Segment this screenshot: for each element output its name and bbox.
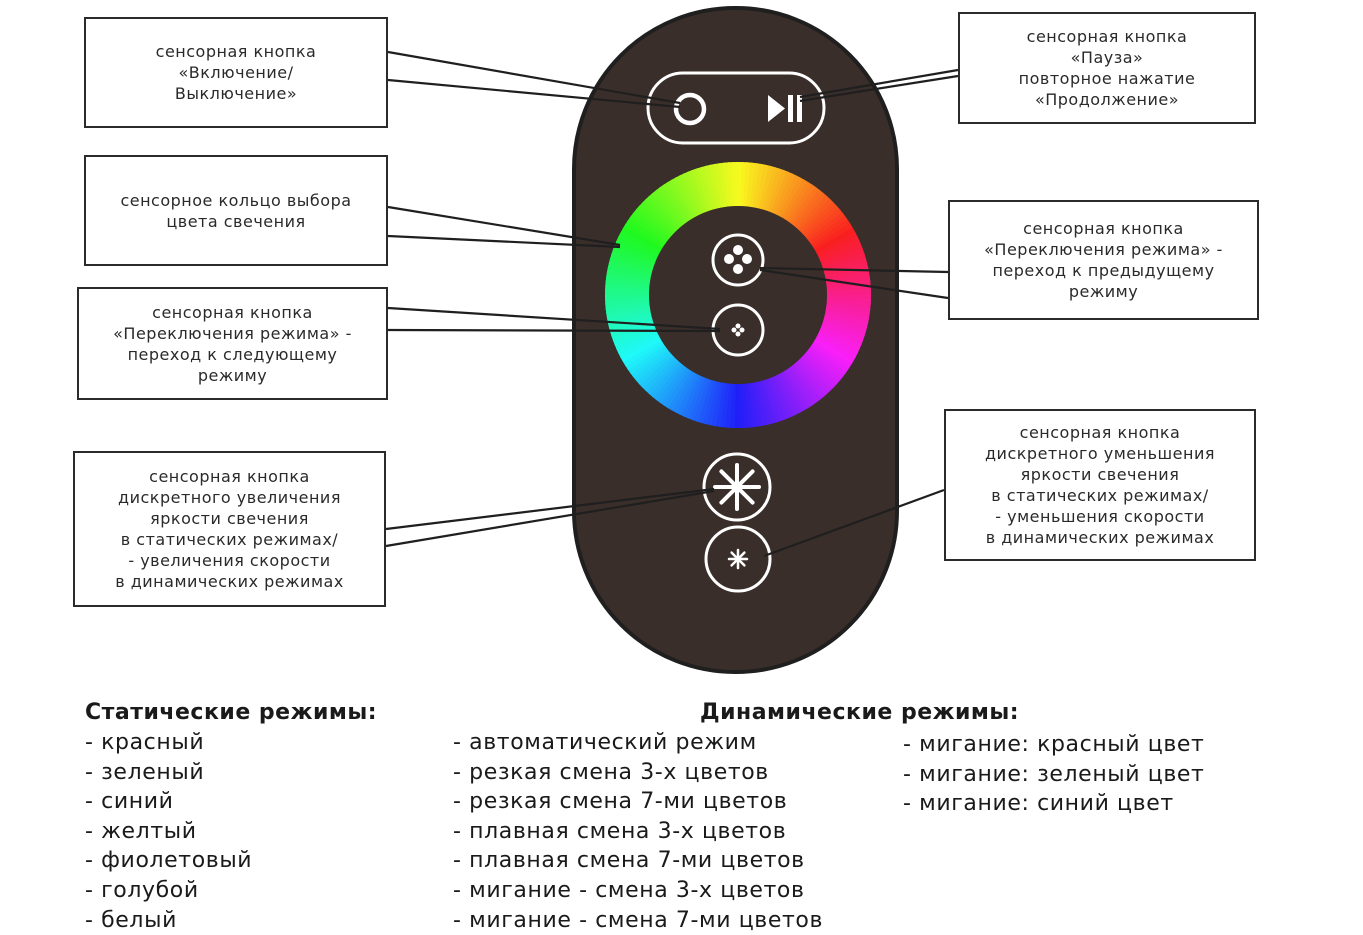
static-modes-list: - красный - зеленый - синий - желтый - ф… <box>85 728 252 935</box>
list-item: - зеленый <box>85 759 205 785</box>
callout-mode-prev-button: сенсорная кнопка «Переключения режима» -… <box>948 200 1259 320</box>
dynamic-modes-list-2: - мигание: красный цвет - мигание: зелен… <box>903 730 1204 819</box>
small-asterisk-icon[interactable] <box>704 525 772 593</box>
list-item: - красный <box>85 730 205 755</box>
list-item: - резкая смена 7-ми цветов <box>453 789 788 815</box>
list-item: - фиолетовый <box>85 848 253 874</box>
callout-mode-next-button: сенсорная кнопка «Переключения режима» -… <box>77 287 388 400</box>
list-item: - желтый <box>85 818 197 844</box>
play-pause-icon[interactable] <box>768 95 802 122</box>
callout-brightness-up-button: сенсорная кнопка дискретного увеличения … <box>73 451 386 607</box>
list-item: - плавная смена 7-ми цветов <box>453 848 805 874</box>
list-item: - мигание: синий цвет <box>903 791 1174 817</box>
color-ring[interactable] <box>598 155 878 435</box>
callout-power-button: сенсорная кнопка «Включение/ Выключение» <box>84 17 388 128</box>
list-item: - мигание - смена 7-ми цветов <box>453 907 824 933</box>
list-item: - автоматический режим <box>453 730 757 755</box>
list-item: - мигание - смена 3-х цветов <box>453 877 805 903</box>
callout-color-ring: сенсорное кольцо выбора цвета свечения <box>84 155 388 266</box>
top-button-pill <box>646 71 826 145</box>
list-item: - мигание: зеленый цвет <box>903 761 1205 787</box>
list-item: - белый <box>85 907 177 933</box>
large-asterisk-icon[interactable] <box>702 452 772 522</box>
dynamic-modes-heading: Динамические режимы: <box>700 700 1020 725</box>
leader-lines <box>385 50 959 558</box>
list-item: - голубой <box>85 877 199 903</box>
list-item: - мигание: красный цвет <box>903 732 1205 757</box>
callout-pause-button: сенсорная кнопка «Пауза» повторное нажат… <box>958 12 1256 124</box>
power-ring-icon[interactable] <box>673 92 707 126</box>
list-item: - резкая смена 3-х цветов <box>453 759 769 785</box>
four-dots-icon[interactable] <box>711 233 765 287</box>
list-item: - плавная смена 3-х цветов <box>453 818 787 844</box>
callout-brightness-down-button: сенсорная кнопка дискретного уменьшения … <box>944 409 1256 561</box>
static-modes-heading: Статические режимы: <box>85 700 378 725</box>
list-item: - синий <box>85 789 174 815</box>
dynamic-modes-list-1: - автоматический режим - резкая смена 3-… <box>453 728 823 935</box>
